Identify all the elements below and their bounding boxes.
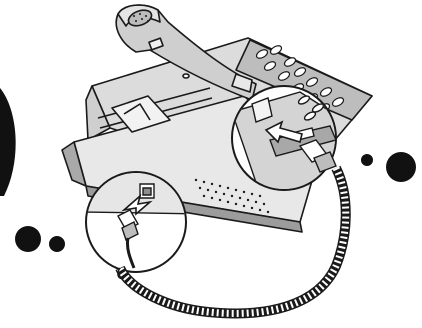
left-edge-arc — [0, 88, 16, 196]
